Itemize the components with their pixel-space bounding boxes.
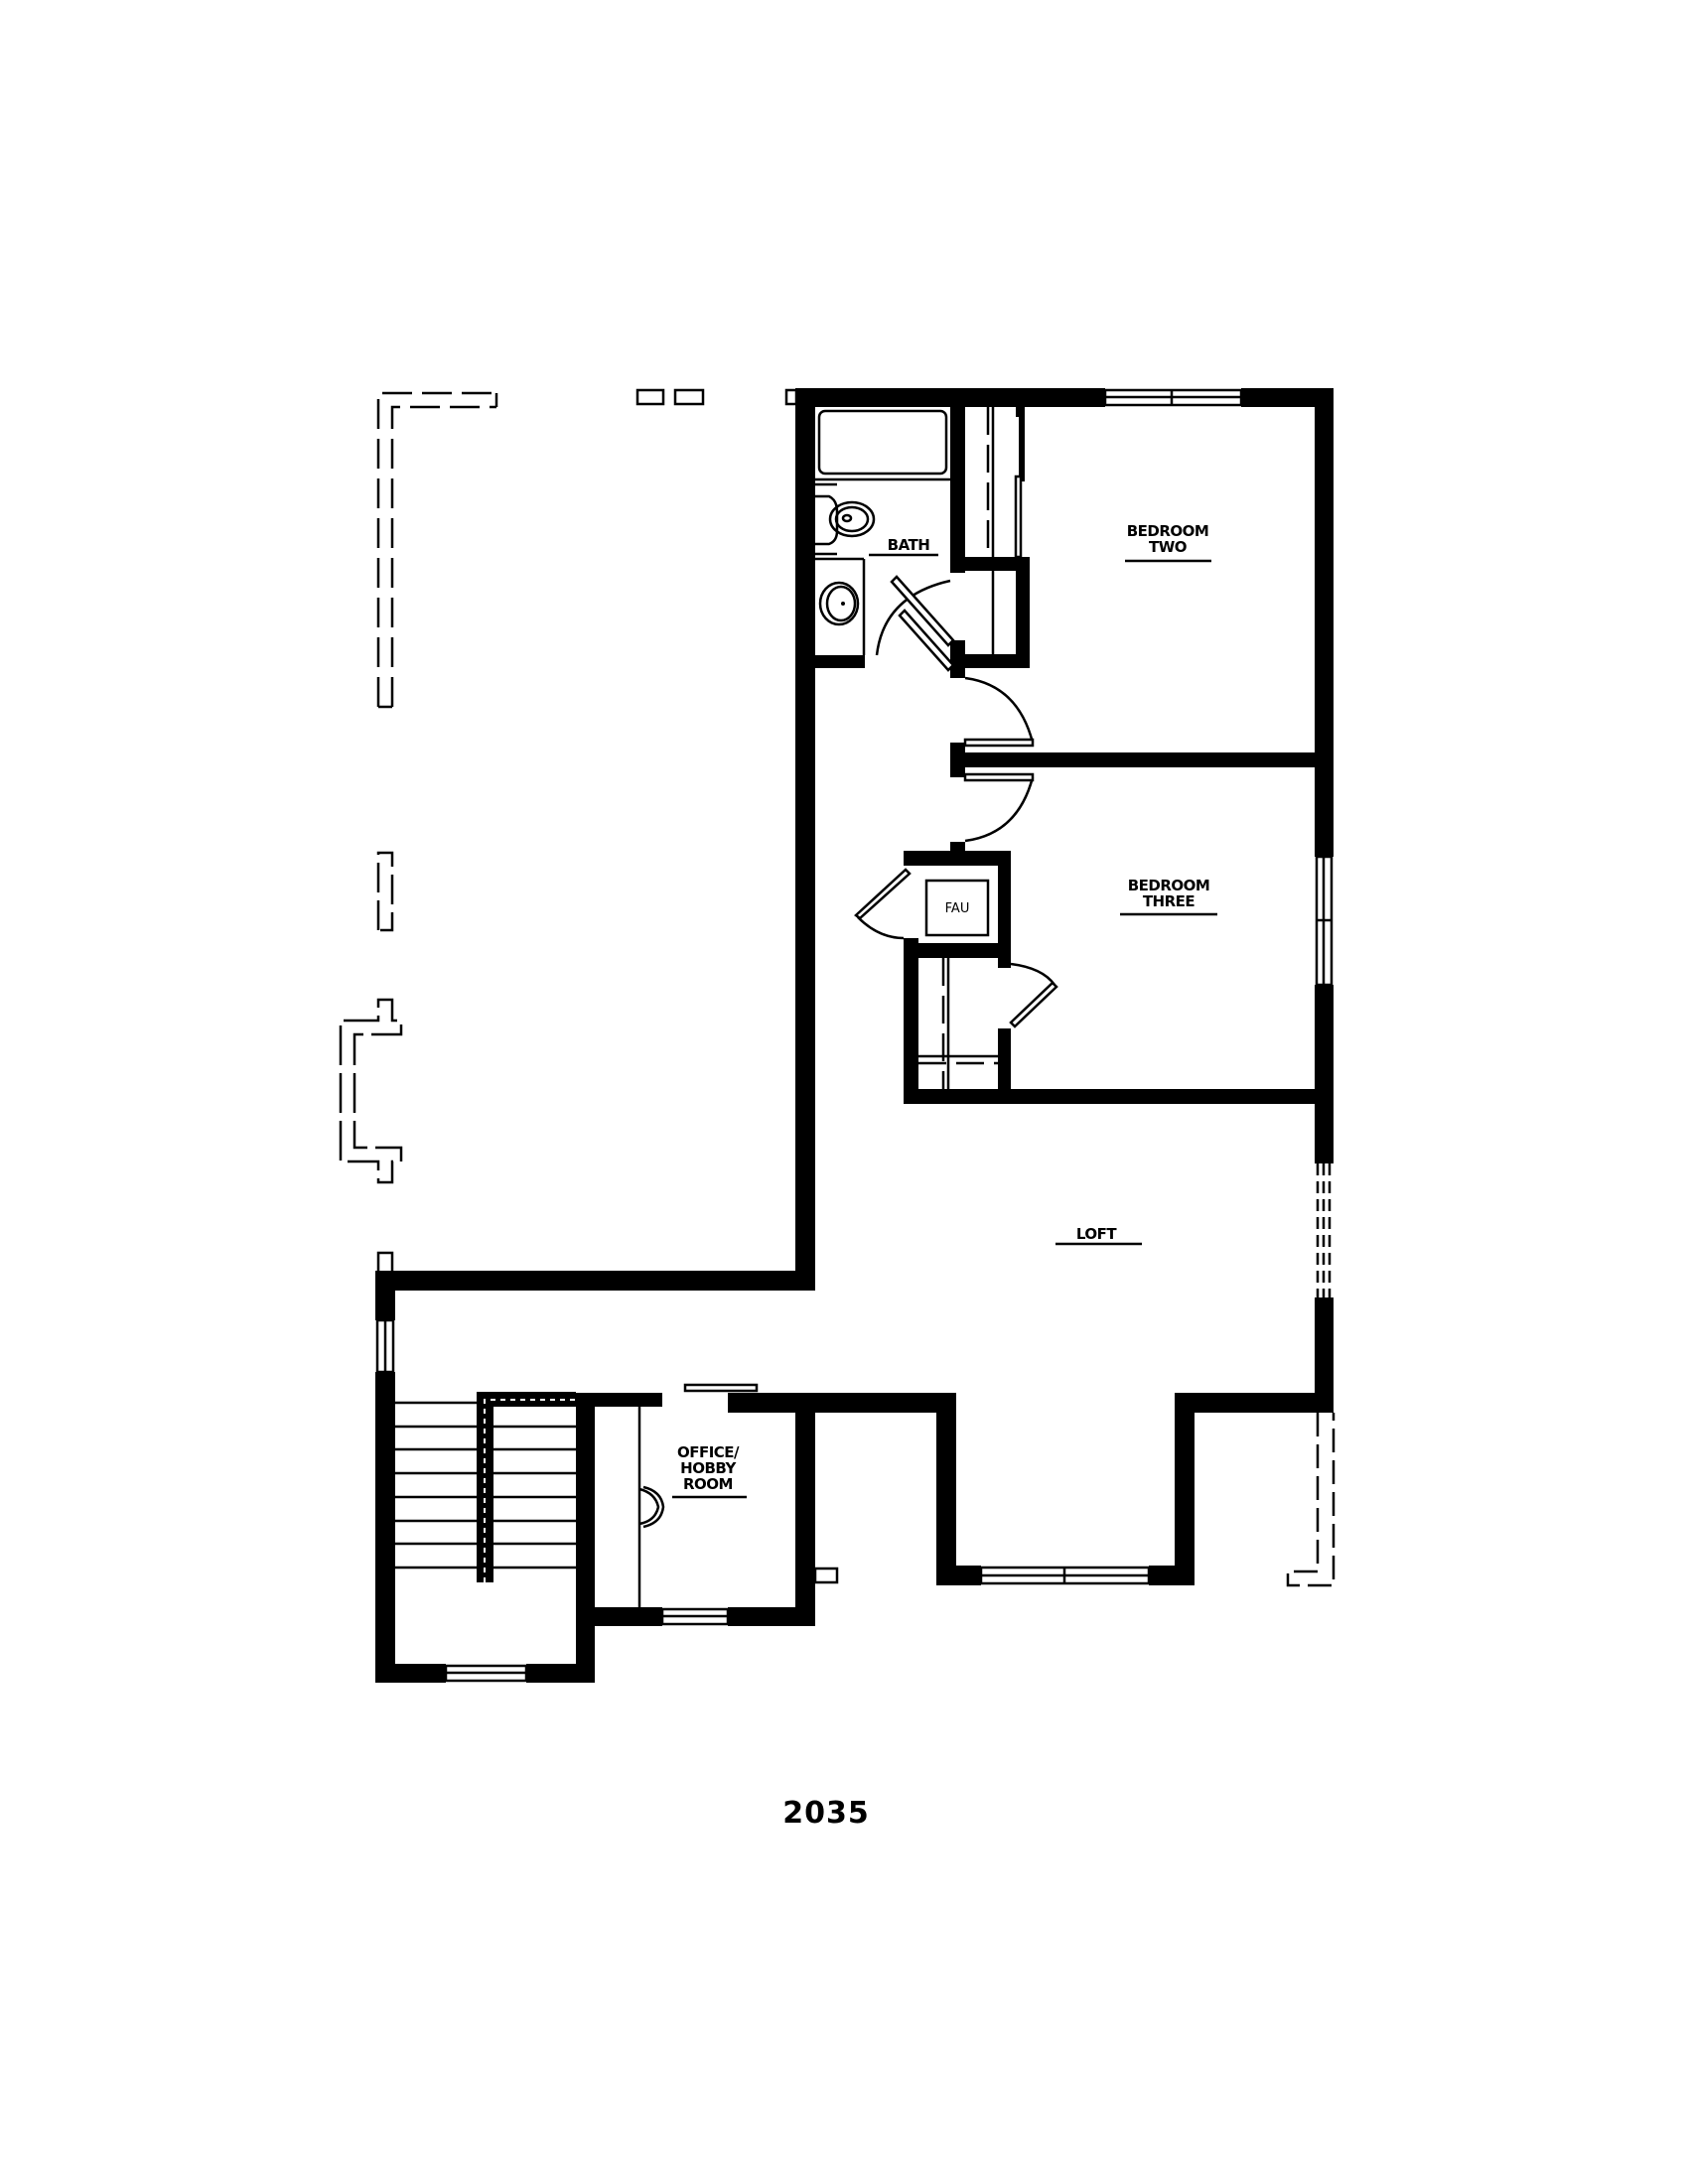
office-label-1: OFFICE/ bbox=[677, 1443, 740, 1461]
stair-railing bbox=[477, 1392, 576, 1582]
bedroom-two-label-2: TWO bbox=[1149, 538, 1187, 556]
toilet-tank bbox=[815, 494, 839, 546]
plan-number: 2035 bbox=[782, 1796, 870, 1831]
bedroom-two-label-1: BEDROOM bbox=[1127, 522, 1209, 540]
loft-label: LOFT bbox=[1076, 1225, 1118, 1243]
bath-label: BATH bbox=[888, 536, 930, 554]
staircase bbox=[395, 1392, 576, 1582]
window-bedroom-three bbox=[1315, 855, 1334, 987]
fau-unit bbox=[924, 879, 990, 937]
window-stair-bottom bbox=[444, 1664, 528, 1683]
toilet-bowl bbox=[828, 500, 876, 538]
walls bbox=[375, 388, 1334, 1683]
fau-label: FAU bbox=[945, 901, 970, 916]
sink bbox=[818, 581, 860, 626]
room-labels: BATH BEDROOM TWO BEDROOM THREE LOFT OFFI… bbox=[672, 522, 1217, 1831]
office-details bbox=[637, 1383, 759, 1607]
bathtub bbox=[817, 409, 948, 476]
sliding-door-office bbox=[683, 1383, 759, 1393]
office-label-2: HOBBY bbox=[680, 1459, 737, 1477]
fau-closet: FAU bbox=[854, 868, 1058, 1089]
linen-closet bbox=[986, 407, 1023, 654]
windows bbox=[375, 388, 1334, 1683]
window-stair-left bbox=[375, 1318, 395, 1374]
bedroom-doors bbox=[963, 676, 1035, 843]
lower-floor-outline bbox=[339, 388, 1336, 1587]
window-office bbox=[660, 1607, 730, 1626]
bath-fixtures bbox=[815, 409, 955, 672]
office-label-3: ROOM bbox=[683, 1475, 733, 1493]
bedroom-three-label-1: BEDROOM bbox=[1128, 877, 1210, 894]
bedroom-three-label-2: THREE bbox=[1143, 892, 1196, 910]
window-bay bbox=[979, 1566, 1151, 1585]
window-bedroom-two bbox=[1103, 388, 1243, 407]
sliding-door-loft bbox=[1316, 1163, 1332, 1297]
